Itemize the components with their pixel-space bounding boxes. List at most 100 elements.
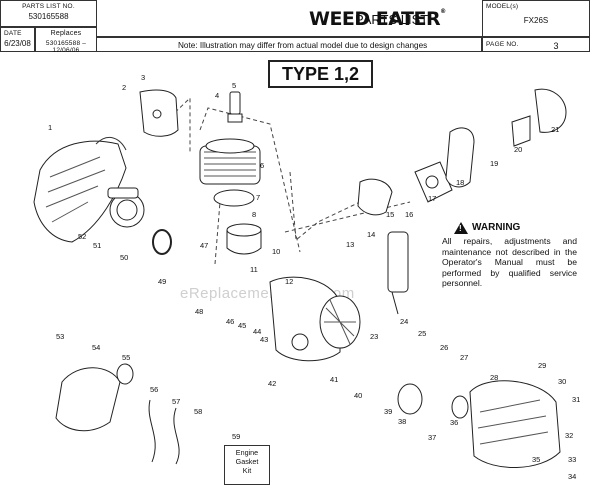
trimmer-line-part	[148, 399, 156, 463]
note-cell	[97, 37, 482, 52]
warning-text: All repairs, adjustments and maintenance…	[442, 236, 577, 289]
part-number: 48	[195, 307, 203, 316]
part-number: 7	[256, 193, 260, 202]
muffler-shield-part	[139, 89, 179, 137]
part-number: 28	[490, 373, 498, 382]
parts-list-no-cell: PARTS LIST NO. 530165588	[0, 0, 97, 27]
debris-shield-part	[55, 367, 121, 432]
part-number: 3	[141, 73, 145, 82]
gasket-part	[213, 189, 255, 207]
part-number: 10	[272, 247, 280, 256]
part-number: 52	[78, 232, 86, 241]
part-number: 8	[252, 210, 256, 219]
part-number-labels: 1 2 3 4 5 6 7 8 10 11 12 13 14 15 16 17 …	[48, 73, 580, 481]
replaces-value: 530165588 – 12/06/06	[45, 40, 87, 54]
part-number: 40	[354, 391, 362, 400]
part-number: 49	[158, 277, 166, 286]
spark-plug-part	[227, 91, 243, 123]
part-number: 15	[386, 210, 394, 219]
date-label: DATE	[4, 30, 22, 37]
part-number: 58	[194, 407, 202, 416]
washer-part	[451, 395, 469, 419]
design-note: Note: Illustration may differ from actua…	[178, 41, 428, 50]
part-number: 51	[93, 241, 101, 250]
part-number: 38	[398, 417, 406, 426]
part-number: 56	[150, 385, 158, 394]
flywheel-part	[319, 295, 361, 349]
warning-box: ! WARNING All repairs, adjustments and m…	[442, 222, 577, 289]
part-number: 42	[268, 379, 276, 388]
part-number: 47	[200, 241, 208, 250]
parts-list-title: PARTS LIST	[355, 12, 429, 27]
part-number: 1	[48, 123, 52, 132]
carburetor-part	[414, 161, 453, 203]
air-filter-part	[511, 115, 531, 147]
part-number: 14	[367, 230, 375, 239]
page-number: 3	[553, 41, 559, 51]
part-number: 26	[440, 343, 448, 352]
part-number: 24	[400, 317, 408, 326]
title-cell: WEED EATER® PARTS LIST	[97, 0, 482, 37]
brand-text: WEED EATER	[309, 8, 441, 30]
part-number: 5	[232, 81, 236, 90]
air-filter-housing-part	[445, 127, 475, 188]
part-number: 25	[418, 329, 426, 338]
kit-label: Engine Gasket Kit	[235, 448, 259, 475]
part-number: 39	[384, 407, 392, 416]
part-number: 11	[250, 265, 258, 274]
header-table: PARTS LIST NO. 530165588 DATE 6/23/08 Re…	[0, 0, 590, 54]
part-number: 43	[260, 335, 268, 344]
brand-logo: WEED EATER®	[309, 8, 446, 30]
model-cell: MODEL(s) FX26S	[482, 0, 590, 37]
part-number: 53	[56, 332, 64, 341]
ignition-module-part	[357, 178, 393, 216]
part-number: 16	[405, 210, 413, 219]
part-number: 13	[346, 240, 354, 249]
parts-list-no-label: PARTS LIST NO.	[22, 3, 75, 10]
part-number: 19	[490, 159, 498, 168]
kit-number: 59	[232, 432, 241, 441]
brand-mark: ®	[440, 8, 446, 15]
warning-icon: !	[454, 222, 468, 234]
replaces-cell: Replaces 530165588 – 12/06/06	[35, 27, 97, 54]
trimmer-head-part	[116, 363, 134, 385]
clutch-part	[397, 383, 423, 415]
starter-part	[107, 187, 145, 228]
part-number: 54	[92, 343, 100, 352]
part-number: 32	[565, 431, 573, 440]
parts-list-no: 530165588	[28, 12, 69, 21]
fan-housing-part	[469, 380, 561, 468]
model-value: FX26S	[523, 16, 549, 25]
part-number: 55	[122, 353, 130, 362]
trimmer-line-2-part	[173, 407, 180, 465]
part-number: 23	[370, 332, 378, 341]
engine-cover-part	[33, 136, 127, 243]
replaces-label: Replaces	[50, 30, 82, 37]
type-label: TYPE 1,2	[268, 60, 373, 88]
o-ring-part	[152, 229, 172, 255]
part-number: 6	[260, 161, 264, 170]
page-cell: PAGE NO. 3	[482, 37, 590, 52]
part-number: 33	[568, 455, 576, 464]
part-number: 36	[450, 418, 458, 427]
part-number: 34	[568, 472, 576, 481]
part-number: 37	[428, 433, 436, 442]
piston-part	[226, 223, 262, 255]
part-number: 46	[226, 317, 234, 326]
part-number: 20	[514, 145, 522, 154]
part-number: 27	[460, 353, 468, 362]
part-number: 29	[538, 361, 546, 370]
engine-gasket-kit-box: Engine Gasket Kit	[224, 445, 270, 485]
fuel-tank-part	[387, 231, 409, 315]
part-number: 45	[238, 321, 246, 330]
page-label: PAGE NO.	[486, 41, 519, 48]
warning-title-row: ! WARNING	[454, 222, 577, 234]
part-number: 44	[253, 327, 261, 336]
air-filter-cover-part	[534, 88, 567, 133]
date-value: 6/23/08	[4, 39, 31, 48]
assembly-guide-lines	[164, 96, 411, 265]
exploded-parts-diagram: 1 2 3 4 5 6 7 8 10 11 12 13 14 15 16 17 …	[33, 73, 580, 481]
part-number: 18	[456, 178, 464, 187]
part-number: 31	[572, 395, 580, 404]
warning-title: WARNING	[472, 221, 521, 233]
